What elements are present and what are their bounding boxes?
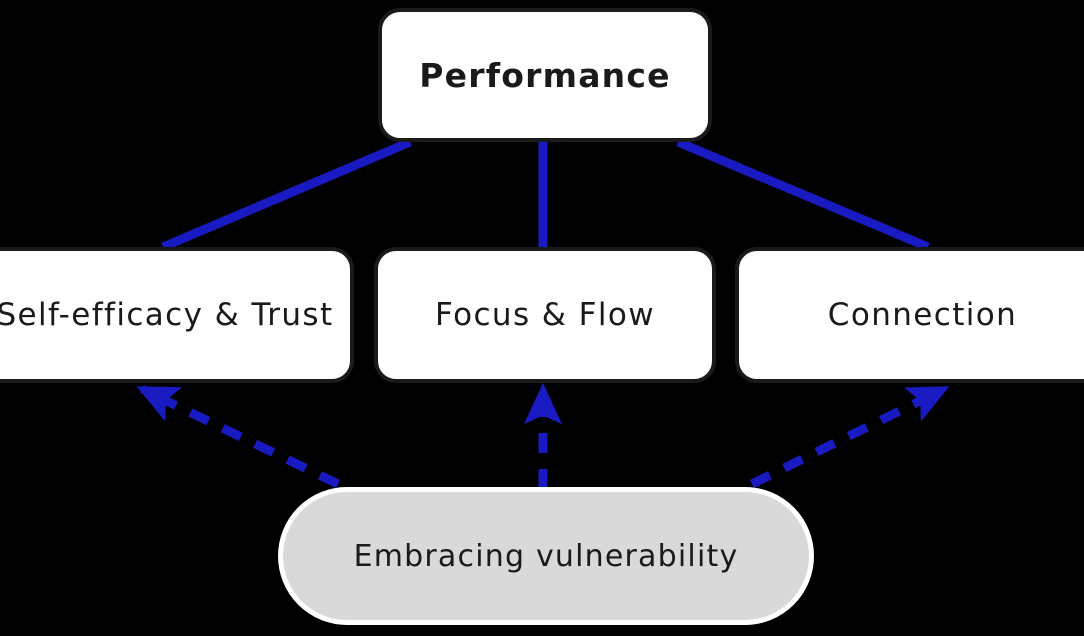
node-performance[interactable]: Performance — [378, 8, 712, 142]
node-focus-flow[interactable]: Focus & Flow — [374, 247, 716, 383]
edge-performance-to-connection — [676, 137, 930, 252]
node-embracing-vulnerability[interactable]: Embracing vulnerability — [278, 487, 814, 625]
node-embracing-vulnerability-label: Embracing vulnerability — [353, 538, 739, 574]
node-connection[interactable]: Connection — [735, 247, 1084, 383]
edge-vulnerability-to-connection — [750, 384, 950, 489]
node-self-efficacy-trust-label: Self-efficacy & Trust — [0, 297, 334, 333]
edge-vulnerability-to-self-efficacy — [136, 384, 340, 489]
node-self-efficacy-trust[interactable]: Self-efficacy & Trust — [0, 247, 354, 383]
node-focus-flow-label: Focus & Flow — [435, 297, 655, 333]
edge-performance-to-self-efficacy — [161, 137, 412, 252]
node-connection-label: Connection — [827, 297, 1018, 333]
node-performance-label: Performance — [419, 55, 671, 95]
